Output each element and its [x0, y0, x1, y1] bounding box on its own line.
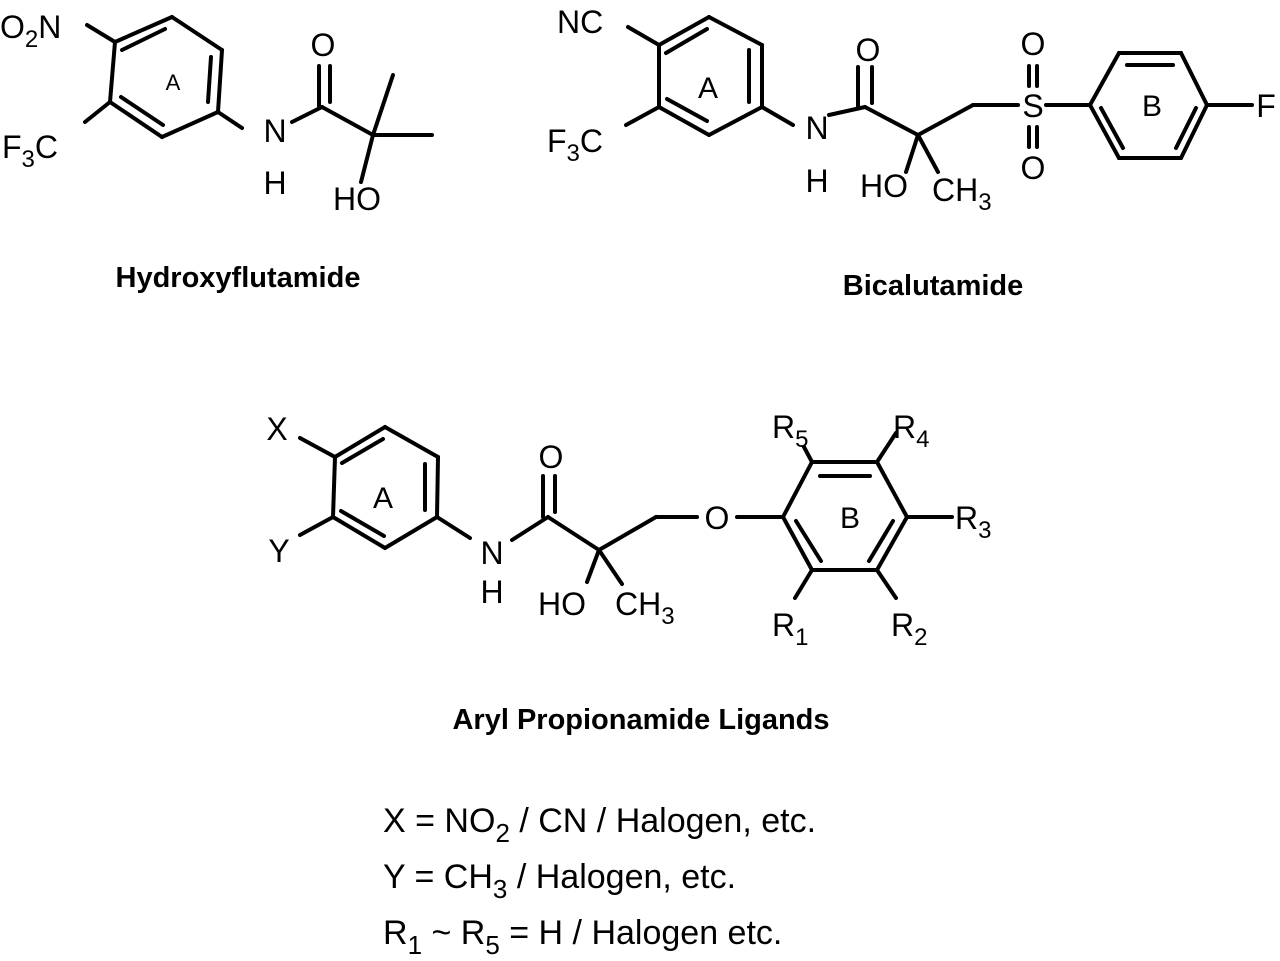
amide-nitrogen-label: N — [480, 535, 503, 571]
hydroxyl-label: HO — [333, 181, 381, 217]
sulfonyl-oxygen-bottom-label: O — [1021, 150, 1046, 186]
r1-label: R1 — [772, 607, 808, 651]
ring-b-label: B — [840, 502, 860, 535]
hydroxyl-label: HO — [538, 586, 586, 622]
amide-nitrogen-label: N — [263, 113, 286, 149]
carbonyl-oxygen-label: O — [539, 439, 564, 475]
y-definition: Y = CH3 / Halogen, etc. — [383, 858, 736, 904]
bicalutamide-bonds — [624, 15, 1254, 174]
nitrile-label: NC — [557, 4, 603, 40]
hydroxyflutamide-title: Hydroxyflutamide — [116, 262, 361, 294]
hydroxyflutamide-structure: O2N F3C A N H O HO Hydroxyflutamide — [0, 9, 434, 294]
trifluoromethyl-label: F3C — [547, 123, 603, 167]
ring-a-label: A — [373, 482, 393, 515]
bicalutamide-structure: NC F3C A N H O HO CH3 S O O B F Bicaluta… — [547, 4, 1276, 302]
methyl-label: CH3 — [615, 586, 675, 630]
hydroxyflutamide-bonds — [83, 15, 434, 184]
ring-a-label: A — [166, 70, 181, 95]
r3-label: R3 — [955, 500, 991, 544]
r4-label: R4 — [893, 409, 929, 453]
x-definition: X = NO2 / CN / Halogen, etc. — [383, 802, 816, 848]
amide-hydrogen-label: H — [263, 165, 286, 201]
carbonyl-oxygen-label: O — [311, 27, 336, 63]
carbonyl-oxygen-label: O — [856, 32, 881, 68]
y-substituent-label: Y — [268, 533, 289, 569]
r5-label: R5 — [772, 409, 808, 453]
r2-label: R2 — [891, 607, 927, 651]
hydroxyl-label: HO — [860, 168, 908, 204]
amide-hydrogen-label: H — [805, 163, 828, 199]
ring-a-label: A — [698, 72, 718, 105]
aryl-propionamide-title: Aryl Propionamide Ligands — [452, 704, 829, 736]
aryl-propionamide-structure: X Y A N H O HO CH3 O B R5 R4 R3 R1 R2 Ar… — [266, 409, 991, 960]
r-definition: R1 ~ R5 = H / Halogen etc. — [383, 914, 782, 960]
methyl-label: CH3 — [932, 172, 992, 216]
amide-nitrogen-label: N — [805, 110, 828, 146]
fluorine-label: F — [1256, 88, 1276, 124]
aryl-propionamide-bonds — [298, 425, 954, 600]
x-substituent-label: X — [266, 411, 287, 447]
trifluoromethyl-label: F3C — [2, 129, 58, 173]
ether-oxygen-label: O — [705, 500, 730, 536]
sulfur-label: S — [1022, 88, 1043, 124]
nitro-group-label: O2N — [0, 9, 61, 53]
sulfonyl-oxygen-top-label: O — [1021, 26, 1046, 62]
bicalutamide-title: Bicalutamide — [843, 270, 1024, 302]
amide-hydrogen-label: H — [480, 574, 503, 610]
ring-b-label: B — [1142, 90, 1162, 123]
